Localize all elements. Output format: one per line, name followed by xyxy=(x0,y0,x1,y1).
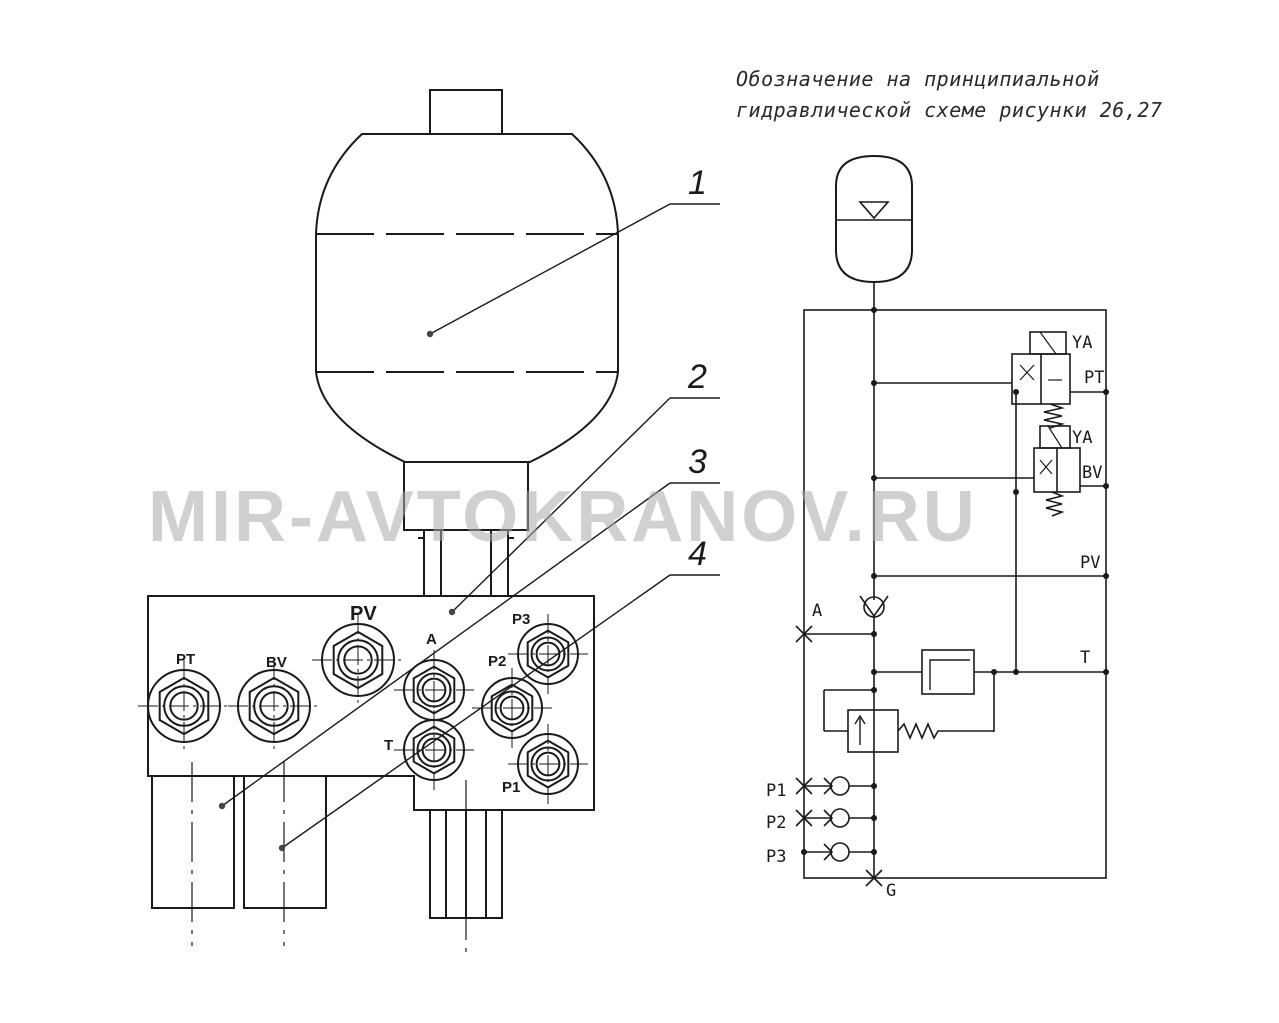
port-fitting-pt xyxy=(138,660,230,752)
schematic-label-p1: P1 xyxy=(766,781,786,801)
port-label-p3: P3 xyxy=(512,611,530,628)
port-fitting-p3 xyxy=(508,614,588,694)
schematic-label-p3: P3 xyxy=(766,847,786,867)
callout-1: 1 xyxy=(688,164,707,202)
port-fitting-a xyxy=(394,650,474,730)
caption-line-2: гидравлической схеме рисунки 26,27 xyxy=(736,98,1163,122)
valve-block-drawing xyxy=(138,595,595,956)
port-label-pv: PV xyxy=(350,603,377,625)
schematic-label-pv: PV xyxy=(1080,553,1100,573)
port-fitting-p1 xyxy=(508,724,588,804)
schematic-label-a: A xyxy=(812,601,822,621)
accumulator-drawing xyxy=(315,89,619,597)
schematic-label-bv: BV xyxy=(1082,463,1102,483)
port-fitting-p2 xyxy=(472,668,552,748)
callout-4: 4 xyxy=(688,535,707,573)
caption-line-1: Обозначение на принципиальной xyxy=(736,67,1100,91)
figure-caption: Обозначение на принципиальной гидравличе… xyxy=(736,64,1256,126)
port-label-t: T xyxy=(384,737,393,754)
port-label-p1: P1 xyxy=(502,779,520,796)
callout-2: 2 xyxy=(687,358,707,396)
schematic-label-p2: P2 xyxy=(766,813,786,833)
schematic-label-t: T xyxy=(1080,648,1090,668)
port-label-pt: PT xyxy=(176,651,195,668)
port-fitting-t xyxy=(394,710,474,790)
schematic-label-pt: PT xyxy=(1084,368,1104,388)
schematic-label-ya-bottom: YA xyxy=(1072,428,1092,448)
port-label-p2: P2 xyxy=(488,653,506,670)
port-label-bv: BV xyxy=(266,654,287,671)
schematic-label-g: G xyxy=(886,881,896,901)
schematic-label-ya-top: YA xyxy=(1072,333,1092,353)
callout-3: 3 xyxy=(688,443,707,481)
port-fitting-bv xyxy=(228,660,320,752)
hydraulic-schematic xyxy=(795,154,1107,887)
port-label-a: A xyxy=(426,631,437,648)
callout-leaders xyxy=(221,203,720,849)
port-fitting-pv xyxy=(312,614,404,706)
